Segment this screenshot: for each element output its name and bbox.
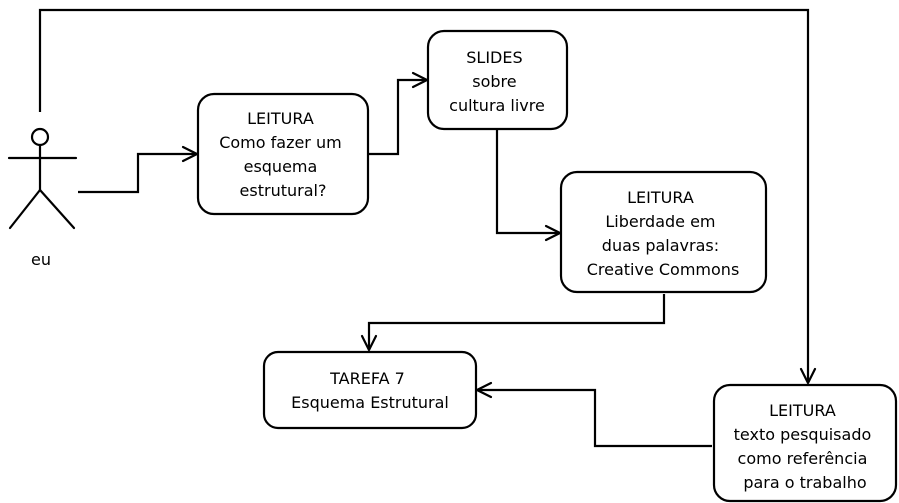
node-leitura-esquema-line-3: esquema [244,157,318,176]
node-tarefa: TAREFA 7 Esquema Estrutural [262,350,478,430]
node-leitura-texto: LEITURA texto pesquisado como referência… [712,383,898,503]
svg-text:LEITURA texto pesquisado: LEITURA texto pesquisado como referência… [734,401,877,492]
arrowhead-tarefa-top [360,334,378,352]
edge-actor-to-leitura-texto [38,8,810,382]
actor-head [30,127,50,147]
node-leitura-liberdade-line-1: LEITURA [627,188,694,207]
node-leitura-esquema-line-2: Como fazer um [219,133,342,152]
edge-actor-to-leitura-esquema [78,152,196,194]
actor-left-leg [8,188,42,230]
node-slides-line-3: cultura livre [449,96,545,115]
actor-figure [7,127,78,230]
node-leitura-esquema-line-4: estrutural? [240,181,327,200]
edge-leitura-liberdade-to-tarefa [367,294,666,349]
edge-slides-to-leitura-liberdade [495,130,559,235]
edge-leitura-esquema-to-slides [368,78,426,156]
arrowhead-leitura-texto [799,367,817,385]
node-leitura-texto-line-4: para o trabalho [743,473,866,492]
node-tarefa-line-2: Esquema Estrutural [291,393,449,412]
node-slides-line-1: SLIDES [466,48,522,67]
node-slides-line-2: sobre [472,72,516,91]
node-leitura-liberdade: LEITURA Liberdade em duas palavras: Crea… [559,170,768,294]
svg-text:LEITURA Como fazer um: LEITURA Como fazer um esquema estrutural… [219,109,347,200]
edge-leitura-texto-to-tarefa [478,388,712,448]
edges [38,8,817,448]
node-leitura-texto-line-3: como referência [738,449,868,468]
actor-right-leg [38,188,76,230]
node-leitura-esquema: LEITURA Como fazer um esquema estrutural… [196,92,370,216]
node-leitura-liberdade-line-4: Creative Commons [587,260,740,279]
actor-label: eu [31,250,51,269]
node-leitura-liberdade-line-3: duas palavras: [602,236,719,255]
node-leitura-texto-line-1: LEITURA [769,401,836,420]
svg-text:LEITURA Liberdade em: LEITURA Liberdade em duas palavras: Crea… [587,188,740,279]
node-leitura-texto-line-2: texto pesquisado [734,425,872,444]
svg-text:TAREFA 7 Esquema Estrutu: TAREFA 7 Esquema Estrutural [291,369,449,412]
svg-text:SLIDES sobre cultu: SLIDES sobre cultura livre [449,48,545,115]
node-leitura-liberdade-line-2: Liberdade em [605,212,715,231]
node-slides: SLIDES sobre cultura livre [426,29,569,131]
node-leitura-esquema-line-1: LEITURA [247,109,314,128]
node-tarefa-line-1: TAREFA 7 [329,369,405,388]
